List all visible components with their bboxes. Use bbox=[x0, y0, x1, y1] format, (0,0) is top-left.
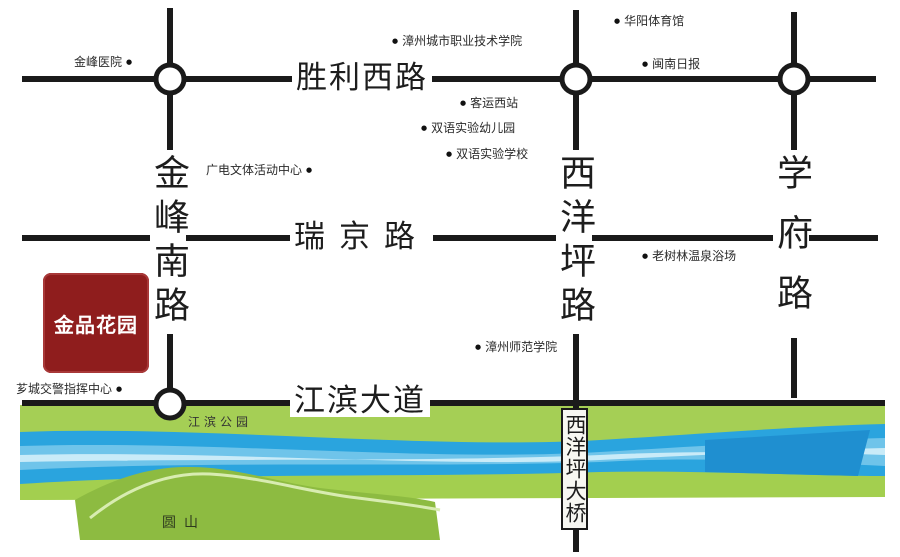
poi-bilingual-kindergarten: 双语实验幼儿园 bbox=[419, 121, 518, 135]
park-label: 江滨公园 bbox=[188, 415, 253, 429]
poi-label: 华阳体育馆 bbox=[624, 14, 685, 28]
poi-label: 双语实验幼儿园 bbox=[431, 121, 516, 135]
poi-huayang-stadium: 华阳体育馆 bbox=[612, 14, 687, 28]
poi-normal-university: 漳州师范学院 bbox=[473, 340, 560, 354]
poi-minnan-daily: 闽南日报 bbox=[640, 57, 703, 71]
road-label-ruijing: 瑞京路 bbox=[290, 222, 433, 253]
bridge-label: 西洋坪大桥 bbox=[561, 408, 588, 530]
hill-label: 圆山 bbox=[162, 515, 206, 531]
junction-circle-icon bbox=[153, 62, 187, 96]
logo-text: 金品花园 bbox=[54, 312, 138, 337]
poi-label: 漳州城市职业技术学院 bbox=[402, 34, 523, 48]
hill-ridge bbox=[89, 472, 441, 520]
poi-label: 广电文体活动中心 bbox=[206, 163, 303, 177]
poi-label: 老树林温泉浴场 bbox=[652, 249, 737, 263]
road-label-jiangbin: 江滨大道 bbox=[290, 386, 430, 417]
junctions bbox=[153, 62, 811, 421]
junction-circle-icon bbox=[153, 387, 187, 421]
poi-laoshulin-spa: 老树林温泉浴场 bbox=[640, 249, 739, 263]
poi-bilingual-school: 双语实验学校 bbox=[444, 147, 531, 161]
poi-label: 金峰医院 bbox=[74, 55, 123, 69]
poi-zhangzhou-vocational: 漳州城市职业技术学院 bbox=[390, 34, 525, 48]
poi-broadcast-center: 广电文体活动中心 bbox=[204, 163, 315, 177]
road-label-shengli-west: 胜利西路 bbox=[292, 63, 432, 94]
poi-jinfeng-hospital: 金峰医院 bbox=[72, 55, 135, 69]
poi-label: 闽南日报 bbox=[652, 57, 701, 71]
poi-label: 客运西站 bbox=[470, 96, 519, 110]
poi-label: 双语实验学校 bbox=[456, 147, 529, 161]
river-east-lagoon bbox=[705, 430, 870, 476]
project-logo: 金品花园 bbox=[43, 273, 149, 373]
road-label-jinfeng-south: 金峰南路 bbox=[148, 150, 189, 334]
hill bbox=[75, 466, 441, 540]
junction-circle-icon bbox=[559, 62, 593, 96]
river-water-light bbox=[20, 448, 885, 463]
river-water-mid bbox=[20, 438, 885, 470]
junction-circle-icon bbox=[777, 62, 811, 96]
poi-label: 芗城交警指挥中心 bbox=[16, 382, 113, 396]
poi-traffic-police: 芗城交警指挥中心 bbox=[14, 382, 125, 396]
hill-shape bbox=[75, 466, 440, 540]
poi-label: 漳州师范学院 bbox=[485, 340, 558, 354]
road-label-xuefu: 学府路 bbox=[771, 150, 812, 338]
poi-bus-station: 客运西站 bbox=[458, 96, 521, 110]
road-label-xiyangping: 西洋坪路 bbox=[554, 150, 595, 334]
